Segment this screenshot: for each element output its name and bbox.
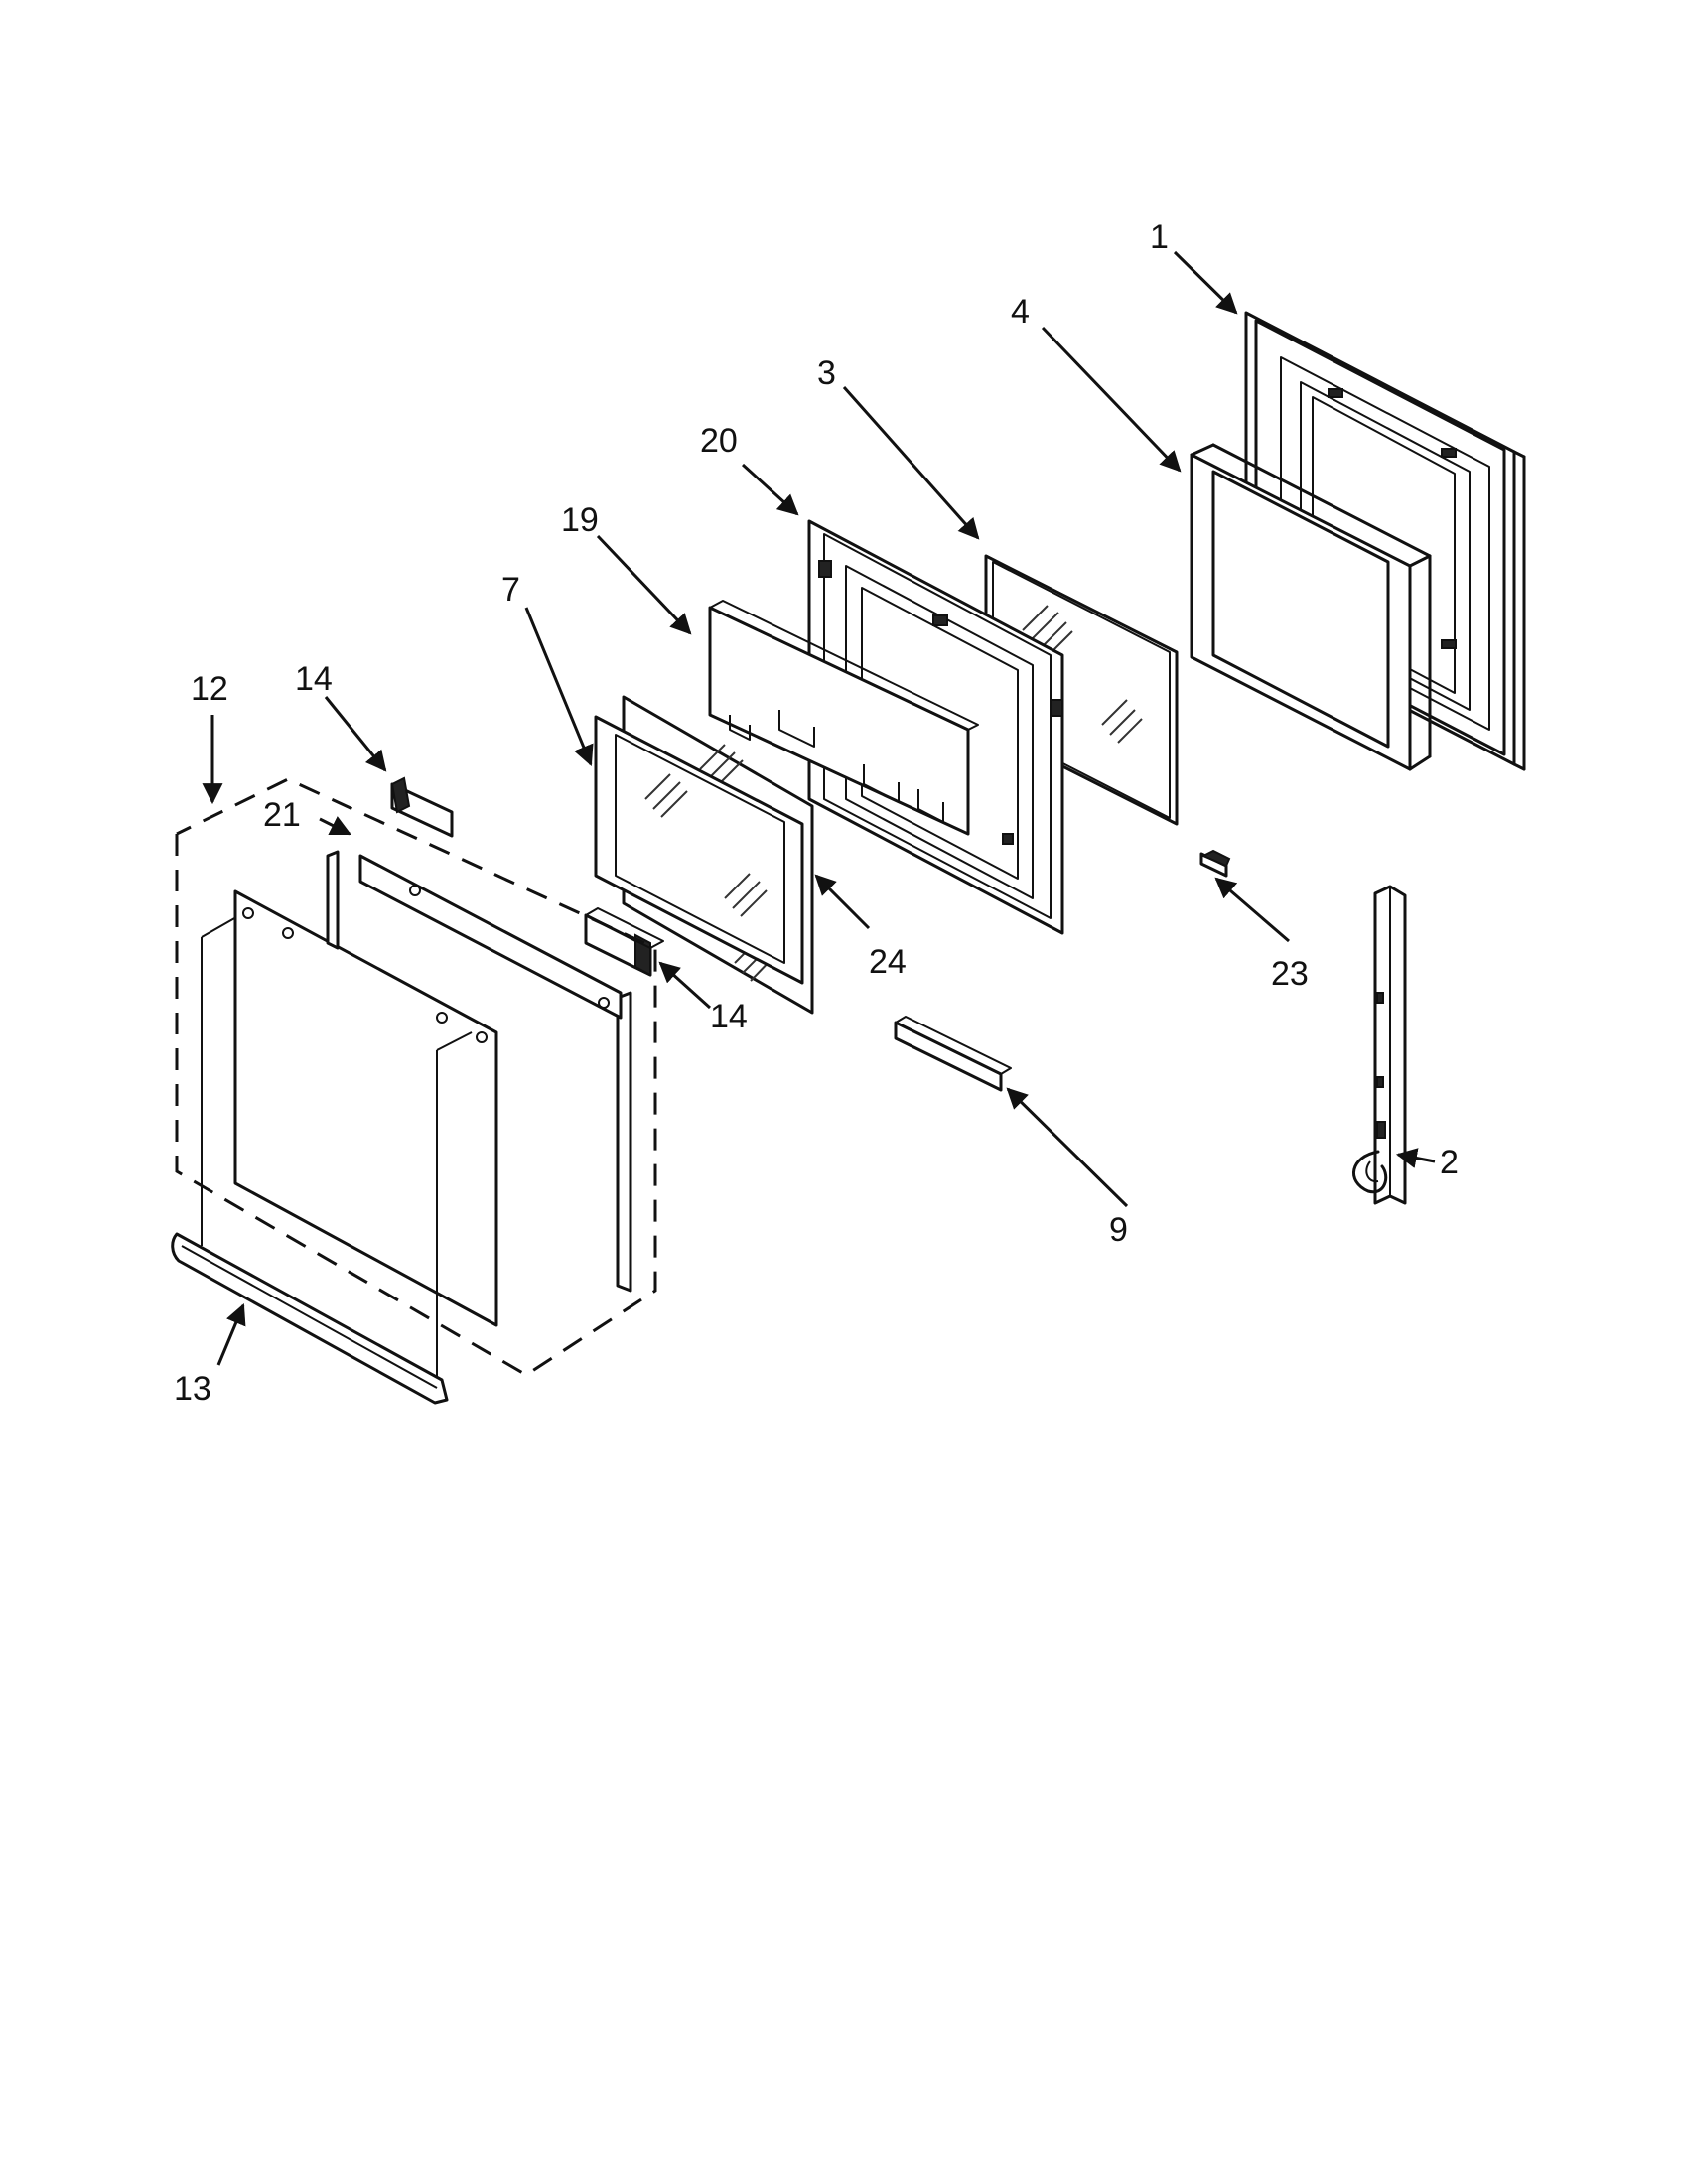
part-14-bracket-top [390,776,454,838]
part-7-middle-glass [594,715,804,985]
callout-9: 9 [1109,1211,1128,1249]
callout-23: 23 [1271,955,1309,993]
callout-12: 12 [191,670,228,708]
part-19-heat-shield [708,600,979,836]
callout-20: 20 [700,422,738,460]
callout-24: 24 [869,943,907,981]
leader-lines [202,250,1436,1366]
callout-4: 4 [1011,293,1030,331]
callout-3: 3 [817,354,836,392]
callout-14-bottom: 14 [710,998,748,1035]
callout-1: 1 [1150,218,1169,256]
part-23-clip [1199,849,1231,878]
part-9-vent-strip [894,1016,1012,1092]
callout-21: 21 [263,796,301,834]
callout-13: 13 [174,1370,211,1408]
part-4-door-frame [1190,443,1432,771]
callout-2: 2 [1440,1144,1459,1181]
part-2-hinge [1351,885,1407,1205]
part-13-door-handle [171,1232,449,1405]
callout-labels: 1 2 3 4 7 9 12 13 14 14 19 20 21 23 24 [174,218,1459,1408]
callout-14-top: 14 [295,660,333,698]
part-14-bracket-bottom [584,907,664,977]
callout-19: 19 [561,501,599,539]
part-12-outer-door-assembly [175,777,657,1385]
callout-7: 7 [501,571,520,609]
